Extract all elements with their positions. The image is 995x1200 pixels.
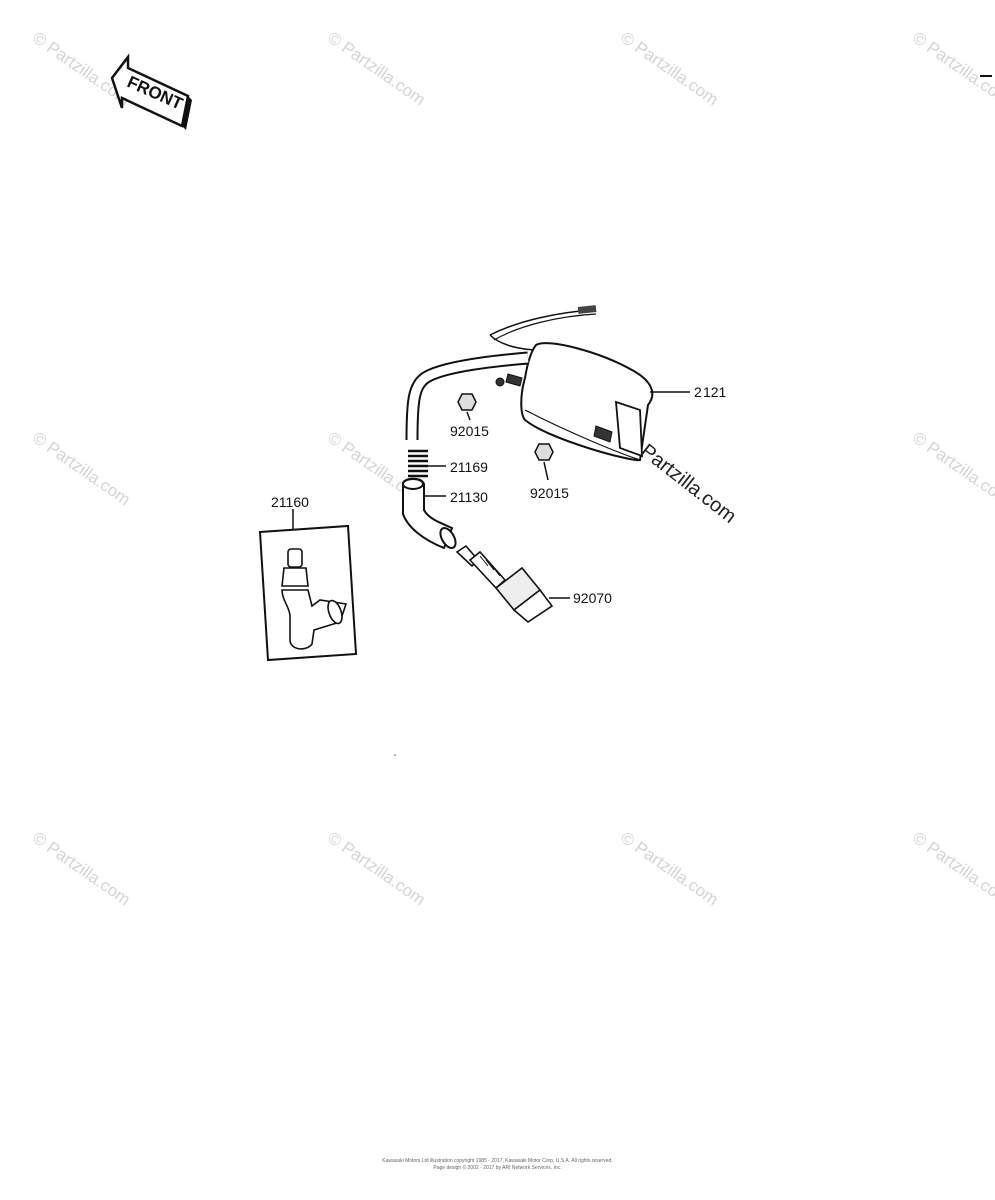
leader-lines [424, 391, 690, 599]
plug-cap [402, 477, 457, 550]
copyright-footer: Kawasaki Motors Ltd illustration copyrig… [0, 1158, 995, 1172]
copyright-line-1: Kawasaki Motors Ltd illustration copyrig… [382, 1158, 613, 1164]
part-label-cap[interactable]: 21130 [450, 489, 488, 505]
nut-lower [534, 443, 554, 461]
alt-plug-cap-box [258, 509, 358, 662]
spark-plug [455, 544, 554, 624]
front-arrow-icon: FRONT [110, 53, 192, 130]
part-label-nut-lower[interactable]: 92015 [530, 485, 569, 501]
copyright-line-2: Page design © 2002 - 2017 by ARI Network… [433, 1165, 562, 1171]
part-label-spring[interactable]: 21169 [450, 459, 488, 475]
nut-upper [457, 393, 477, 411]
part-label-coil[interactable]: 2 121 [694, 384, 727, 400]
part-label-nut-upper[interactable]: 92015 [450, 423, 489, 439]
ignition-coil [489, 305, 654, 462]
part-label-plug[interactable]: 92070 [573, 590, 612, 606]
spring [408, 449, 428, 478]
part-label-cap-alt[interactable]: 21160 [271, 494, 309, 510]
